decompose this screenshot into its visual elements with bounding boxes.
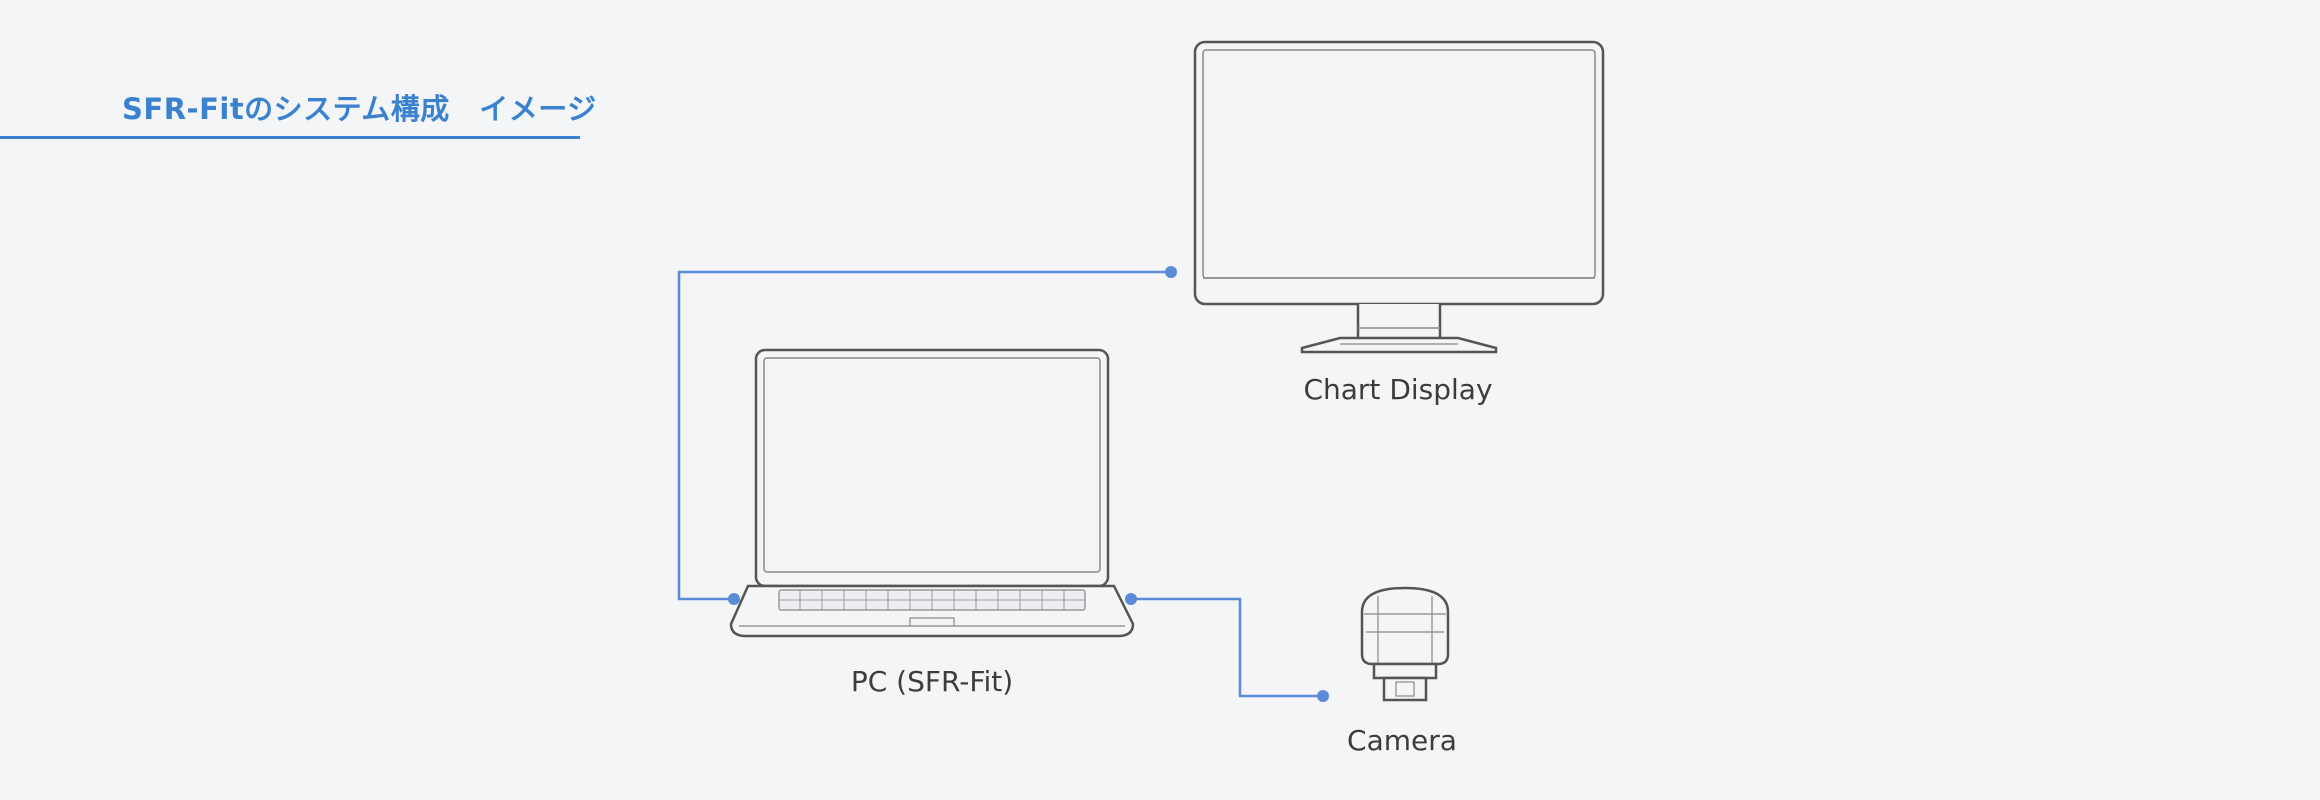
- monitor-icon: [1193, 40, 1605, 354]
- connector-pc-to-display: [677, 266, 1177, 605]
- chart-display-label: Chart Display: [1303, 373, 1493, 406]
- pc-label: PC (SFR-Fit): [850, 665, 1014, 698]
- section-title: SFR-Fitのシステム構成 イメージ: [122, 92, 597, 126]
- camera-icon: [1360, 586, 1450, 702]
- laptop-icon: [729, 348, 1135, 638]
- camera-label: Camera: [1347, 724, 1457, 757]
- connector-pc-to-camera: [1125, 593, 1329, 702]
- title-underline: [0, 136, 580, 139]
